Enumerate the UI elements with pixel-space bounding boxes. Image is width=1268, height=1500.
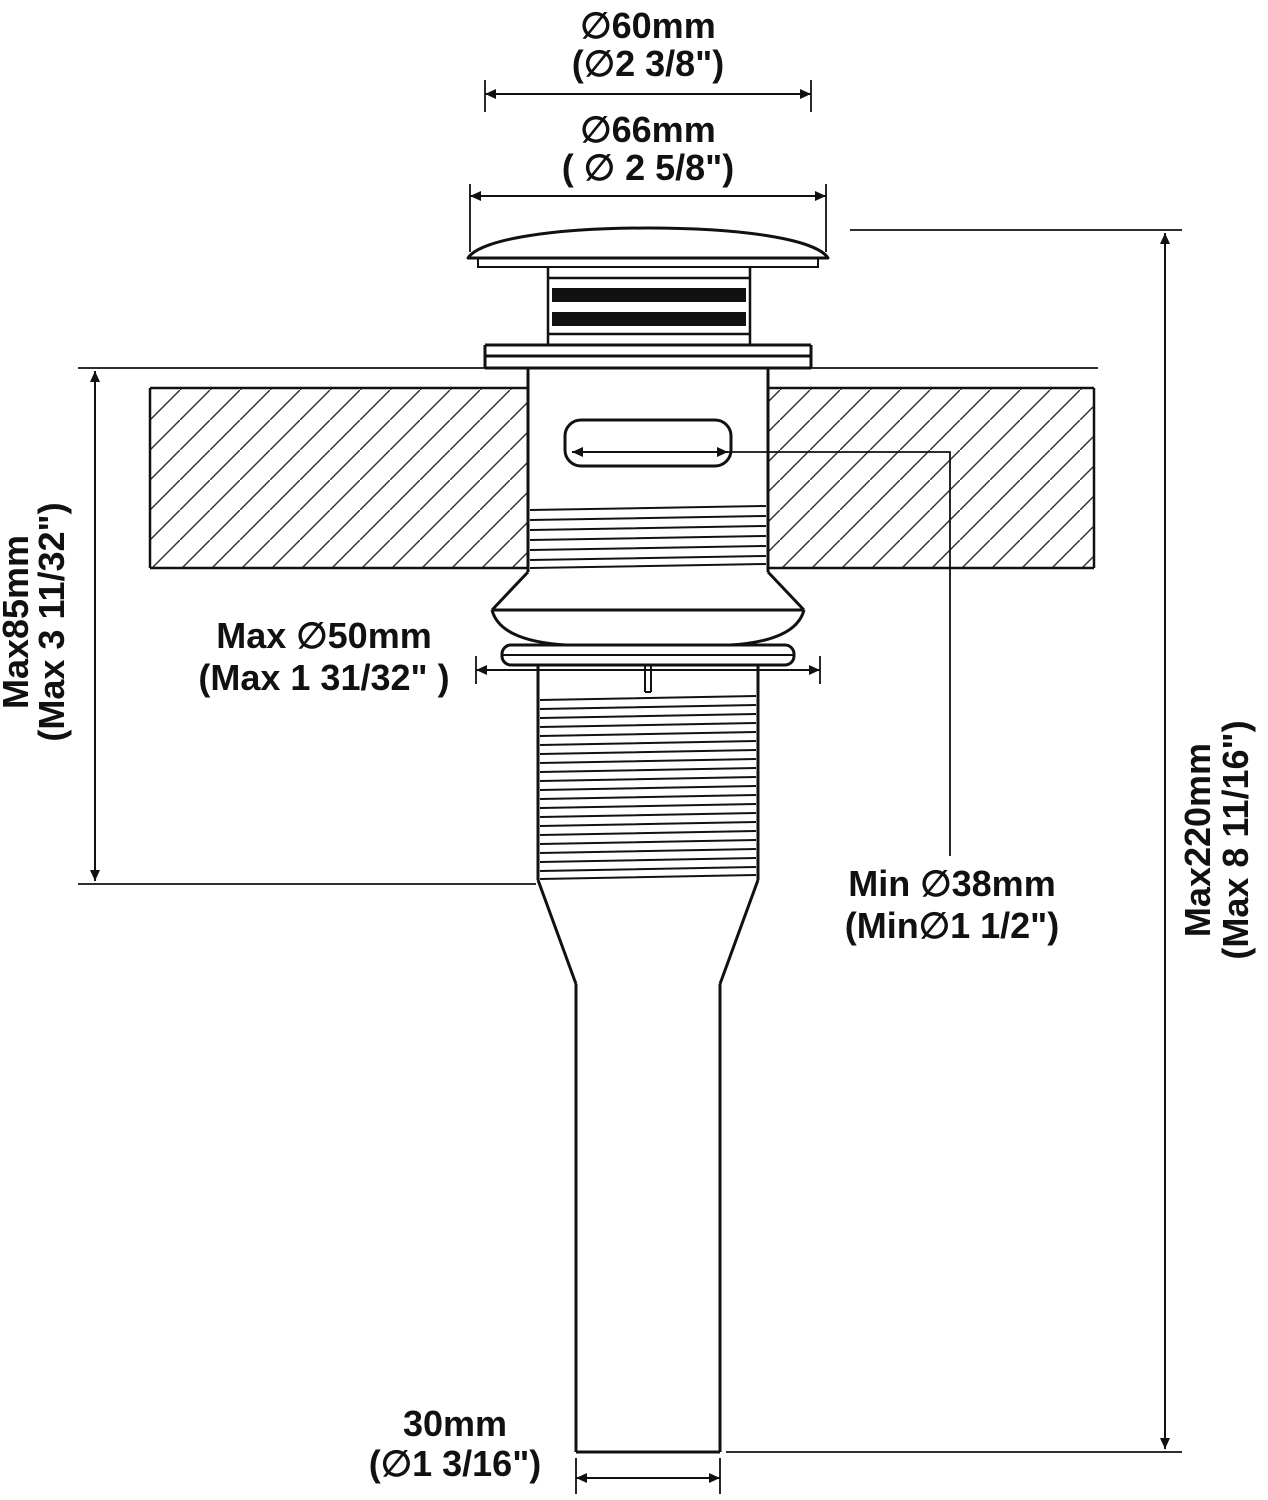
- label-220mm-metric: Max220mm: [1177, 743, 1218, 937]
- counter-hatch-right: [768, 388, 1094, 568]
- label-30mm-metric: 30mm: [403, 1403, 507, 1444]
- label-38mm-metric: Min ∅38mm: [848, 863, 1055, 904]
- dimension-60mm: ∅60mm (∅2 3/8"): [484, 5, 812, 112]
- label-85mm-metric: Max85mm: [0, 535, 36, 709]
- label-50mm-metric: Max ∅50mm: [216, 615, 431, 656]
- mounting-flange: [490, 570, 806, 693]
- dimension-max85: Max85mm (Max 3 11/32"): [0, 371, 536, 885]
- overflow-slot: [563, 418, 733, 468]
- gasket-black-bands: [552, 288, 746, 326]
- dimension-max50: Max ∅50mm (Max 1 31/32" ): [198, 615, 821, 698]
- label-60mm-metric: ∅60mm: [580, 5, 715, 46]
- dimension-min38: Min ∅38mm (Min∅1 1/2"): [572, 447, 1059, 946]
- tailpipe: [536, 879, 760, 1454]
- tailpipe-taper: [536, 879, 760, 985]
- dimension-30mm: 30mm (∅1 3/16"): [369, 1403, 721, 1494]
- label-50mm-imperial: (Max 1 31/32" ): [198, 657, 449, 698]
- label-220mm-imperial: (Max 8 11/16"): [1215, 720, 1256, 959]
- gasket-outline: [546, 267, 752, 345]
- counter-outline: [148, 386, 1096, 570]
- top-flange-outline: [483, 343, 813, 370]
- counter-hatch-left: [150, 388, 528, 568]
- bell-flange: [490, 570, 806, 647]
- ext-lines-60mm: [484, 80, 812, 112]
- body-threads: [529, 505, 767, 569]
- threaded-shank: [536, 665, 760, 880]
- dimension-66mm: ∅66mm ( ∅ 2 5/8"): [469, 109, 827, 252]
- drain-body: [526, 368, 770, 572]
- label-38mm-imperial: (Min∅1 1/2"): [845, 905, 1059, 946]
- countertop-cross-section: [78, 367, 1098, 570]
- ext-lines-220mm: [726, 229, 1182, 1453]
- label-30mm-imperial: (∅1 3/16"): [369, 1443, 542, 1484]
- top-flange: [483, 343, 813, 370]
- gasket-seal: [546, 267, 752, 345]
- leader-line-38mm: [728, 451, 951, 856]
- cap-dome: [466, 226, 830, 260]
- shank-walls: [536, 665, 760, 880]
- tailpipe-walls: [574, 984, 722, 1454]
- body-walls: [526, 368, 770, 572]
- cap-underside-lip: [477, 258, 819, 268]
- label-60mm-imperial: (∅2 3/8"): [572, 43, 724, 84]
- drain-cap: [466, 226, 830, 268]
- shank-threads: [539, 695, 757, 880]
- label-66mm-metric: ∅66mm: [580, 109, 715, 150]
- dimension-max220: Max220mm (Max 8 11/16"): [726, 229, 1256, 1453]
- label-85mm-imperial: (Max 3 11/32"): [31, 502, 72, 741]
- ext-lines-30mm: [575, 1458, 721, 1494]
- label-66mm-imperial: ( ∅ 2 5/8"): [562, 147, 734, 188]
